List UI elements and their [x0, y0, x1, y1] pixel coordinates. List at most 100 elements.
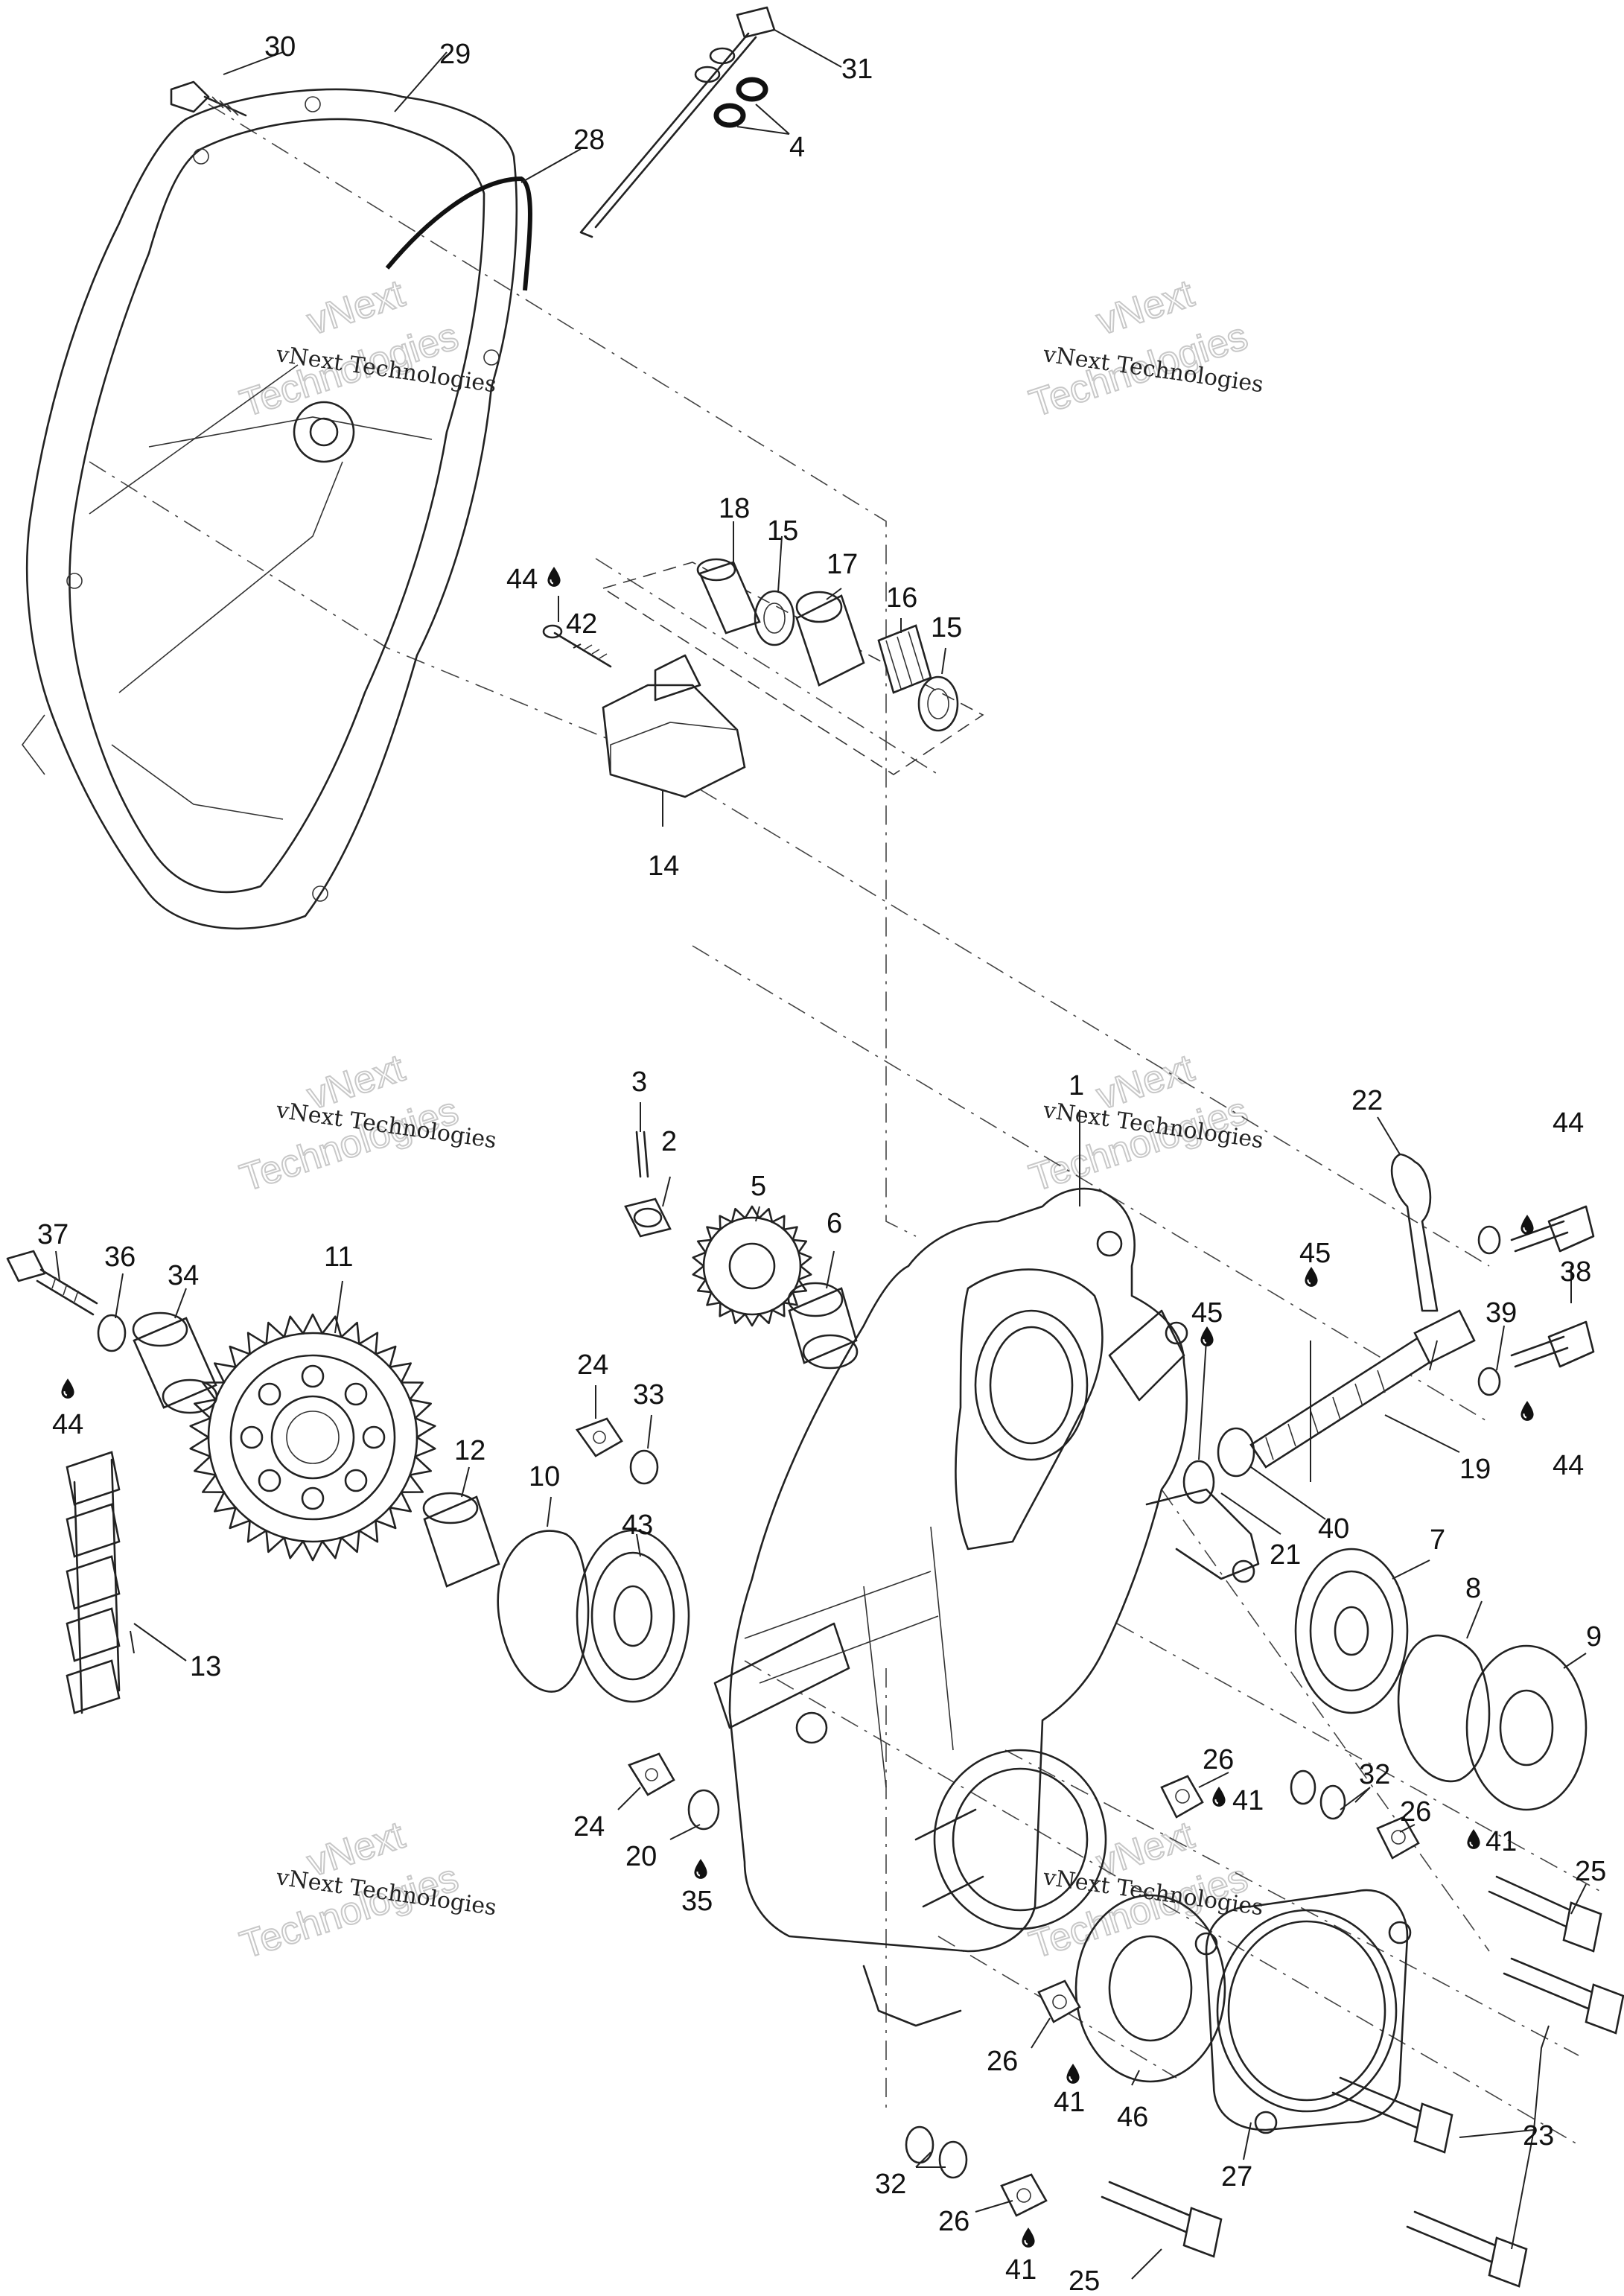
watermark: vNext Technologies vNext Technologies	[235, 271, 498, 426]
assembly-lines	[89, 104, 1602, 2146]
screw	[1510, 1320, 1595, 1368]
oil-drop-icon	[1211, 1786, 1226, 1807]
callout-24: 24	[577, 1349, 608, 1381]
nut	[1037, 1979, 1081, 2023]
callout-25: 25	[1575, 1856, 1606, 1887]
callout-labels: 30 29 31 4 28 18 15 17 16 15 44 42 14 3 …	[37, 31, 1606, 2296]
callout-41: 41	[1486, 1826, 1517, 1857]
callout-29: 29	[439, 39, 471, 70]
screw	[1510, 1205, 1595, 1253]
gear-spacer	[787, 1282, 859, 1370]
cover-bolt	[1488, 1875, 1602, 1953]
callout-42: 42	[566, 608, 597, 640]
cover-seal-cord	[385, 176, 532, 291]
o-rings	[713, 77, 768, 128]
oil-drop-icon	[1466, 1828, 1481, 1850]
sprocket-hole	[240, 1425, 264, 1449]
callout-33: 33	[633, 1379, 664, 1411]
leader-lines	[55, 29, 1587, 2280]
oil-drop-icon	[1304, 1266, 1319, 1288]
drive-chain	[66, 1451, 121, 1714]
sprocket-teeth	[189, 1313, 436, 1562]
bearing	[1294, 1548, 1409, 1714]
adjuster-bolt	[1249, 1309, 1476, 1469]
callout-26: 26	[938, 2206, 969, 2237]
callout-16: 16	[886, 582, 917, 614]
nut	[575, 1417, 623, 1457]
callout-44: 44	[1553, 1107, 1584, 1139]
callout-1: 1	[1069, 1070, 1084, 1101]
bearing-spacer	[422, 1492, 500, 1588]
gear-teeth	[692, 1205, 812, 1327]
callout-17: 17	[827, 549, 858, 580]
sprocket-hole	[301, 1364, 325, 1388]
watermarks: vNext Technologies vNext Technologies vN…	[235, 271, 1265, 1968]
callout-38: 38	[1560, 1256, 1591, 1288]
drive-sprocket	[189, 1313, 436, 1562]
washer	[1319, 1784, 1346, 1820]
cover-bolt	[1503, 1957, 1624, 2035]
gasket	[1074, 1894, 1226, 2083]
oil-drop-icon	[1200, 1326, 1214, 1347]
nut	[628, 1752, 675, 1796]
chaincase-cover	[22, 88, 518, 930]
watermark: vNext Technologies vNext Technologies	[235, 1813, 498, 1968]
oil-drop-icon	[547, 566, 561, 588]
callout-46: 46	[1117, 2102, 1148, 2133]
washer	[1477, 1225, 1501, 1255]
callout-41: 41	[1054, 2087, 1085, 2118]
callout-3: 3	[631, 1066, 647, 1098]
hairpin-clip	[1390, 1153, 1439, 1312]
callout-41: 41	[1005, 2254, 1037, 2286]
callout-24: 24	[573, 1811, 605, 1842]
watermark: vNext Technologies vNext Technologies	[1024, 1813, 1265, 1968]
washer	[905, 2125, 934, 2164]
oil-drop-icon	[1520, 1214, 1535, 1236]
chaincase-housing	[713, 1187, 1260, 2027]
callout-13: 13	[190, 1651, 221, 1682]
sprocket-hole	[258, 1382, 281, 1406]
sprocket-hole	[301, 1486, 325, 1510]
o-ring	[1182, 1460, 1215, 1504]
callout-23: 23	[1523, 2120, 1554, 2152]
cover-bolt	[1101, 2181, 1223, 2258]
callout-45: 45	[1191, 1297, 1223, 1329]
tensioner-group	[542, 558, 984, 798]
sprocket-hole	[344, 1382, 368, 1406]
callout-30: 30	[264, 31, 296, 63]
callout-44: 44	[506, 564, 538, 595]
circlip	[1397, 1634, 1491, 1783]
spur-gear	[692, 1205, 812, 1327]
callout-19: 19	[1459, 1454, 1491, 1485]
callout-26: 26	[987, 2046, 1018, 2077]
callout-15: 15	[931, 612, 962, 643]
callout-7: 7	[1430, 1524, 1445, 1556]
callout-9: 9	[1586, 1621, 1602, 1653]
callout-34: 34	[168, 1260, 199, 1291]
callout-4: 4	[789, 132, 805, 163]
callout-15: 15	[767, 515, 798, 547]
washer	[938, 2140, 968, 2179]
watermark: vNext Technologies vNext Technologies	[1024, 1046, 1265, 1201]
sprocket-spacer	[132, 1311, 218, 1414]
callout-44: 44	[52, 1409, 83, 1440]
callout-26: 26	[1400, 1796, 1431, 1828]
callout-22: 22	[1351, 1085, 1383, 1116]
callout-5: 5	[751, 1171, 766, 1202]
cover-bolt	[1406, 2210, 1528, 2288]
castle-nut	[624, 1198, 672, 1238]
washer	[687, 1789, 720, 1831]
washer	[97, 1314, 127, 1352]
oil-drop-icon	[693, 1858, 708, 1880]
sprocket-hole	[258, 1469, 281, 1492]
washer	[1217, 1427, 1255, 1478]
bearing	[576, 1529, 690, 1703]
callout-28: 28	[573, 124, 605, 156]
watermark: vNext Technologies vNext Technologies	[1024, 271, 1265, 426]
washer	[1290, 1769, 1316, 1805]
watermark: vNext Technologies vNext Technologies	[235, 1046, 498, 1201]
callout-20: 20	[625, 1841, 657, 1872]
oil-drop-icon	[60, 1378, 75, 1399]
callout-36: 36	[104, 1241, 136, 1273]
